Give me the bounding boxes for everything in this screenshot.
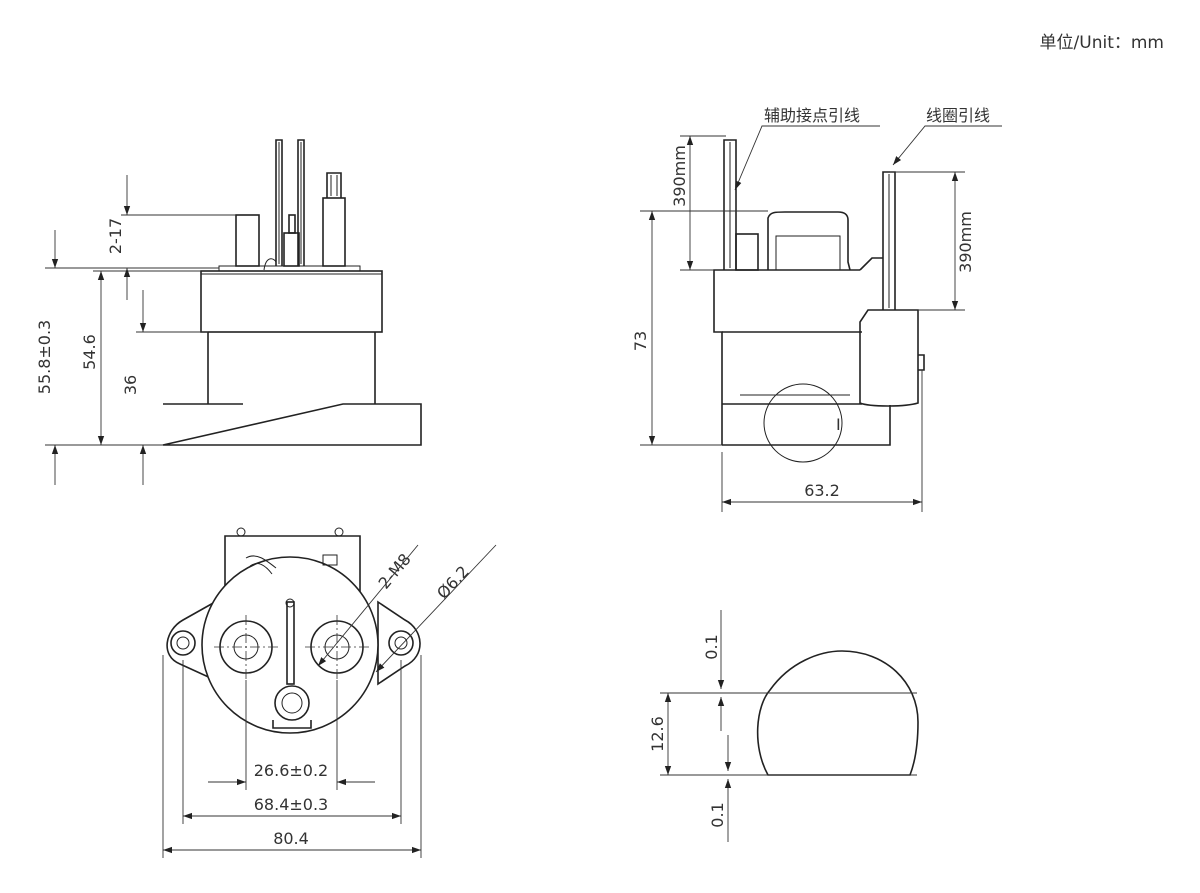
dim-detail-top-gap: 0.1 <box>702 634 721 659</box>
side-view: I 辅助接点引线 线圈引线 390mm 390mm 73 63.2 <box>631 106 1002 512</box>
dim-side-height: 73 <box>631 331 650 351</box>
dim-hole-spacing: 68.4±0.3 <box>254 795 328 814</box>
dim-detail-bottom-gap: 0.1 <box>708 802 727 827</box>
dim-coil-lead-length: 390mm <box>956 211 975 273</box>
front-view-body <box>162 139 422 446</box>
dim-aux-lead-length: 390mm <box>670 145 689 207</box>
top-view: 2-M8 Ø6.2 26.6±0.2 68.4±0.3 80.4 <box>162 527 497 858</box>
top-view-dimensions <box>162 544 497 858</box>
unit-label: 单位/Unit：mm <box>1039 33 1164 53</box>
dim-side-width: 63.2 <box>804 481 840 500</box>
coil-lead-label: 线圈引线 <box>926 106 990 125</box>
side-view-body: I <box>713 139 925 463</box>
dim-top-width: 80.4 <box>273 829 309 848</box>
front-view: 55.8±0.3 54.6 36 2-17 <box>35 139 422 485</box>
dim-overall-height: 55.8±0.3 <box>35 320 54 394</box>
dim-base-height: 36 <box>121 375 140 395</box>
dim-hole-diameter: Ø6.2 <box>433 562 473 603</box>
dim-terminal-spacing: 26.6±0.2 <box>254 761 328 780</box>
detail-view-dimensions <box>664 610 732 842</box>
detail-view-body <box>660 650 919 776</box>
top-view-body <box>166 527 421 734</box>
dim-detail-height: 12.6 <box>648 716 667 752</box>
detail-marker: I <box>836 415 841 434</box>
dim-terminal-height: 2-17 <box>106 218 125 254</box>
dim-body-height: 54.6 <box>80 334 99 370</box>
side-view-dimensions <box>640 125 1002 512</box>
front-view-dimensions <box>45 175 236 485</box>
detail-view: 0.1 12.6 0.1 <box>648 610 919 842</box>
aux-lead-label: 辅助接点引线 <box>764 106 860 125</box>
